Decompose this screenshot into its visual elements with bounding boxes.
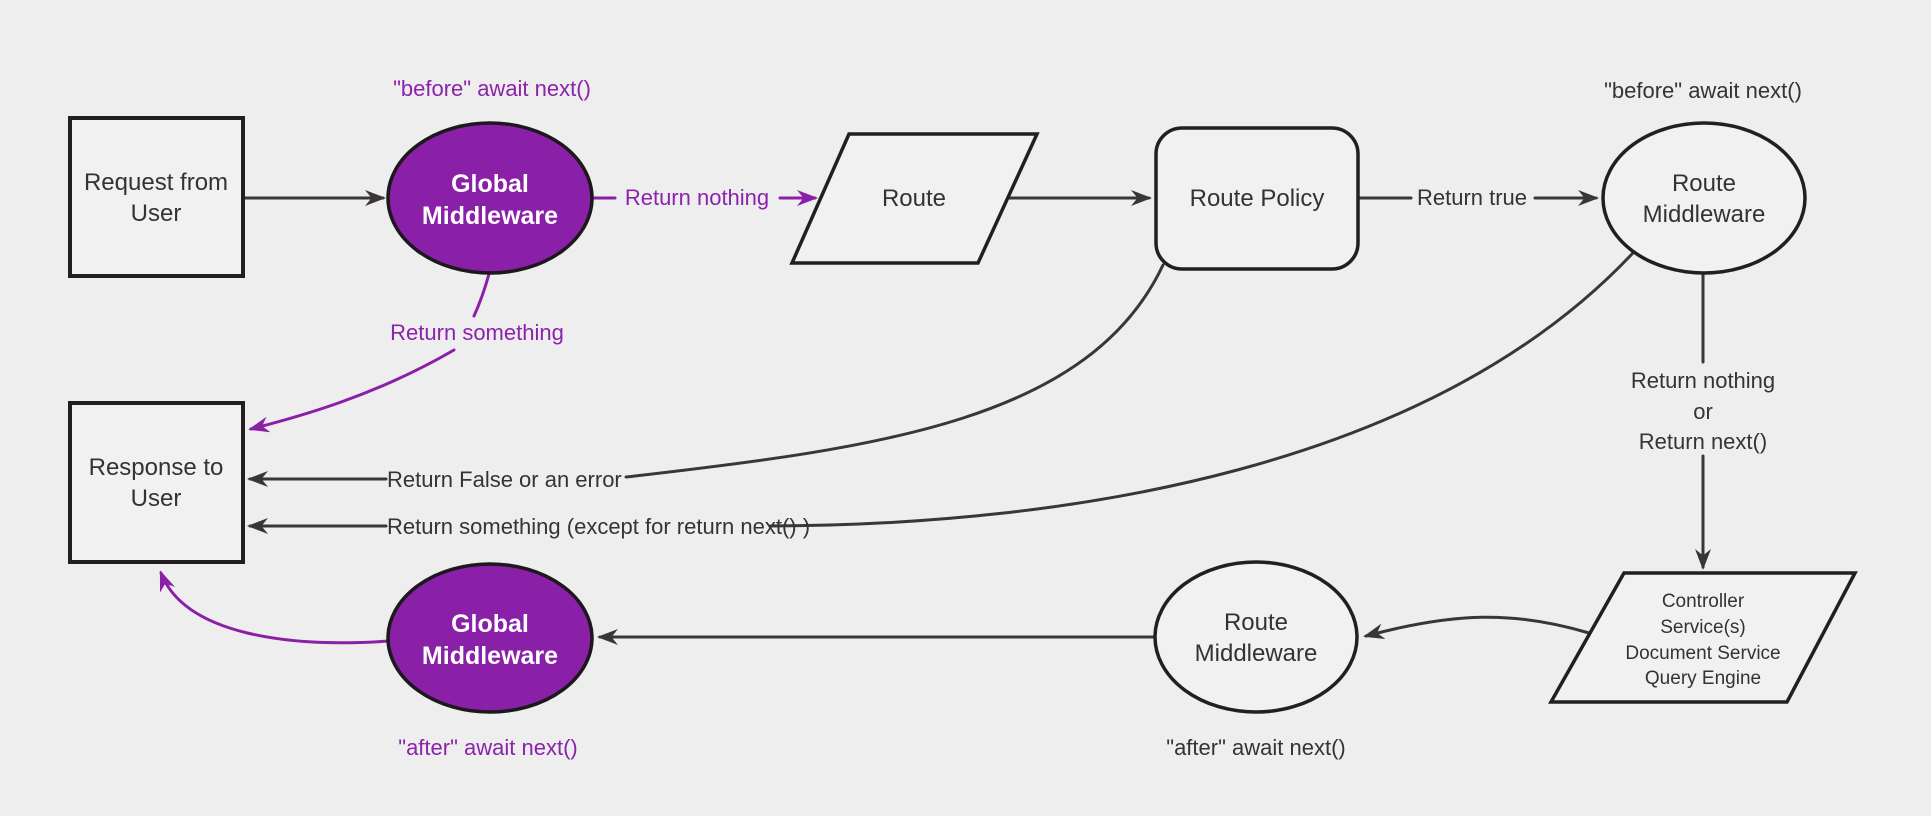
controller-label-line3: Document Service	[1625, 643, 1780, 664]
node-route	[789, 132, 1040, 265]
return-false-or-error-label: Return False or an error	[387, 467, 622, 492]
global-middleware-top-label-line2: Middleware	[422, 202, 558, 230]
edge-return-something-upper	[472, 272, 491, 318]
node-controller-services	[1547, 571, 1858, 704]
return-something-label: Return something	[390, 320, 564, 345]
response-to-user-label-line2: User	[131, 485, 182, 512]
node-response-to-user	[68, 401, 245, 564]
controller-label-line1: Controller	[1662, 591, 1745, 612]
route-middleware-bottom-label-line1: Route	[1224, 609, 1288, 636]
controller-label-line2: Service(s)	[1660, 617, 1746, 638]
edge-global-middleware-to-response	[159, 570, 391, 645]
return-something-except-label: Return something (except for return next…	[387, 514, 810, 539]
edge-route-policy-return-false-curve	[624, 263, 1165, 479]
return-nothing-label: Return nothing	[625, 185, 769, 210]
edge-controller-to-route-middleware-bottom	[1363, 615, 1591, 640]
return-nothing-or-next-label-line2: or	[1693, 399, 1713, 424]
route-middleware-bottom-label-line2: Middleware	[1195, 640, 1318, 667]
global-middleware-bottom-label-line2: Middleware	[422, 642, 558, 670]
node-route-middleware-bottom	[1153, 560, 1359, 714]
after-await-next-global-label: "after" await next()	[398, 735, 577, 760]
route-policy-label: Route Policy	[1190, 185, 1325, 212]
request-from-user-label-line1: Request from	[84, 169, 228, 196]
edge-route-middleware-return-something-curve	[768, 252, 1634, 528]
before-await-next-global-label: "before" await next()	[393, 76, 591, 101]
request-from-user-label-line2: User	[131, 200, 182, 227]
route-middleware-top-label-line1: Route	[1672, 170, 1736, 197]
node-global-middleware-bottom	[386, 562, 594, 714]
node-request-from-user	[68, 116, 245, 278]
global-middleware-bottom-label-line1: Global	[451, 610, 529, 638]
controller-label-line4: Query Engine	[1645, 668, 1761, 689]
edge-return-something-to-response	[248, 348, 456, 433]
return-nothing-or-next-label-line1: Return nothing	[1631, 368, 1775, 393]
node-global-middleware-top	[386, 121, 594, 275]
return-nothing-or-next-label-line3: Return next()	[1639, 429, 1767, 454]
response-to-user-label-line1: Response to	[89, 454, 224, 481]
global-middleware-top-label-line1: Global	[451, 170, 529, 198]
route-middleware-top-label-line2: Middleware	[1643, 201, 1766, 228]
return-true-label: Return true	[1417, 185, 1527, 210]
before-await-next-route-label: "before" await next()	[1604, 78, 1802, 103]
node-route-middleware-top	[1601, 121, 1807, 275]
route-label: Route	[882, 185, 946, 212]
after-await-next-route-label: "after" await next()	[1166, 735, 1345, 760]
node-route-policy	[1154, 126, 1360, 271]
